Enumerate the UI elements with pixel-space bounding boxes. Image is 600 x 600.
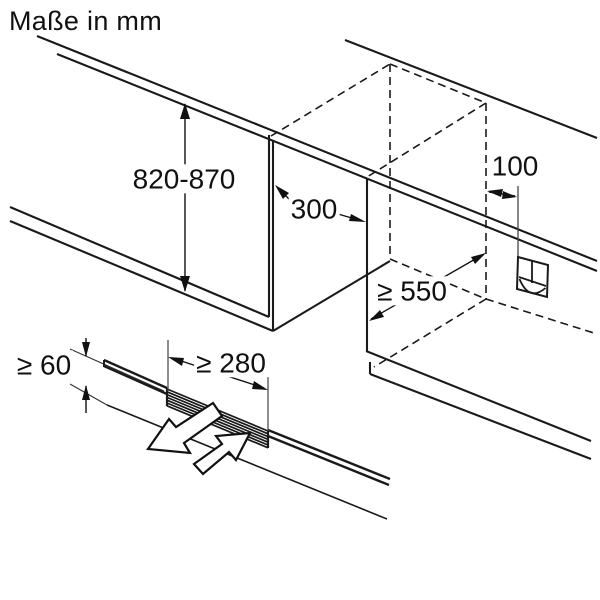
worktop-edges — [36, 35, 598, 272]
dim-label-vent-width: ≥ 280 — [194, 347, 268, 379]
dim-label-socket-distance: 100 — [489, 150, 541, 182]
dim-socket-distance — [487, 189, 517, 199]
dim-label-niche-width: 300 — [288, 193, 340, 225]
niche-opening-edges — [272, 178, 391, 351]
dim-label-niche-depth: ≥ 550 — [375, 275, 449, 307]
right-cabinet-plinth-edges — [365, 350, 592, 460]
dim-label-vent-height: ≥ 60 — [14, 349, 74, 381]
airflow-in-arrow-icon — [192, 431, 252, 476]
left-cabinet-edges — [9, 135, 275, 332]
dim-niche-height — [180, 103, 190, 292]
power-socket-icon — [515, 186, 550, 299]
airflow-out-arrow-icon — [146, 401, 224, 455]
dim-label-niche-height: 820-870 — [130, 163, 238, 195]
dim-vent-width — [167, 340, 269, 431]
dim-vent-height — [82, 338, 90, 413]
plinth-detail — [69, 348, 391, 520]
page-title: Maße in mm — [9, 6, 163, 36]
